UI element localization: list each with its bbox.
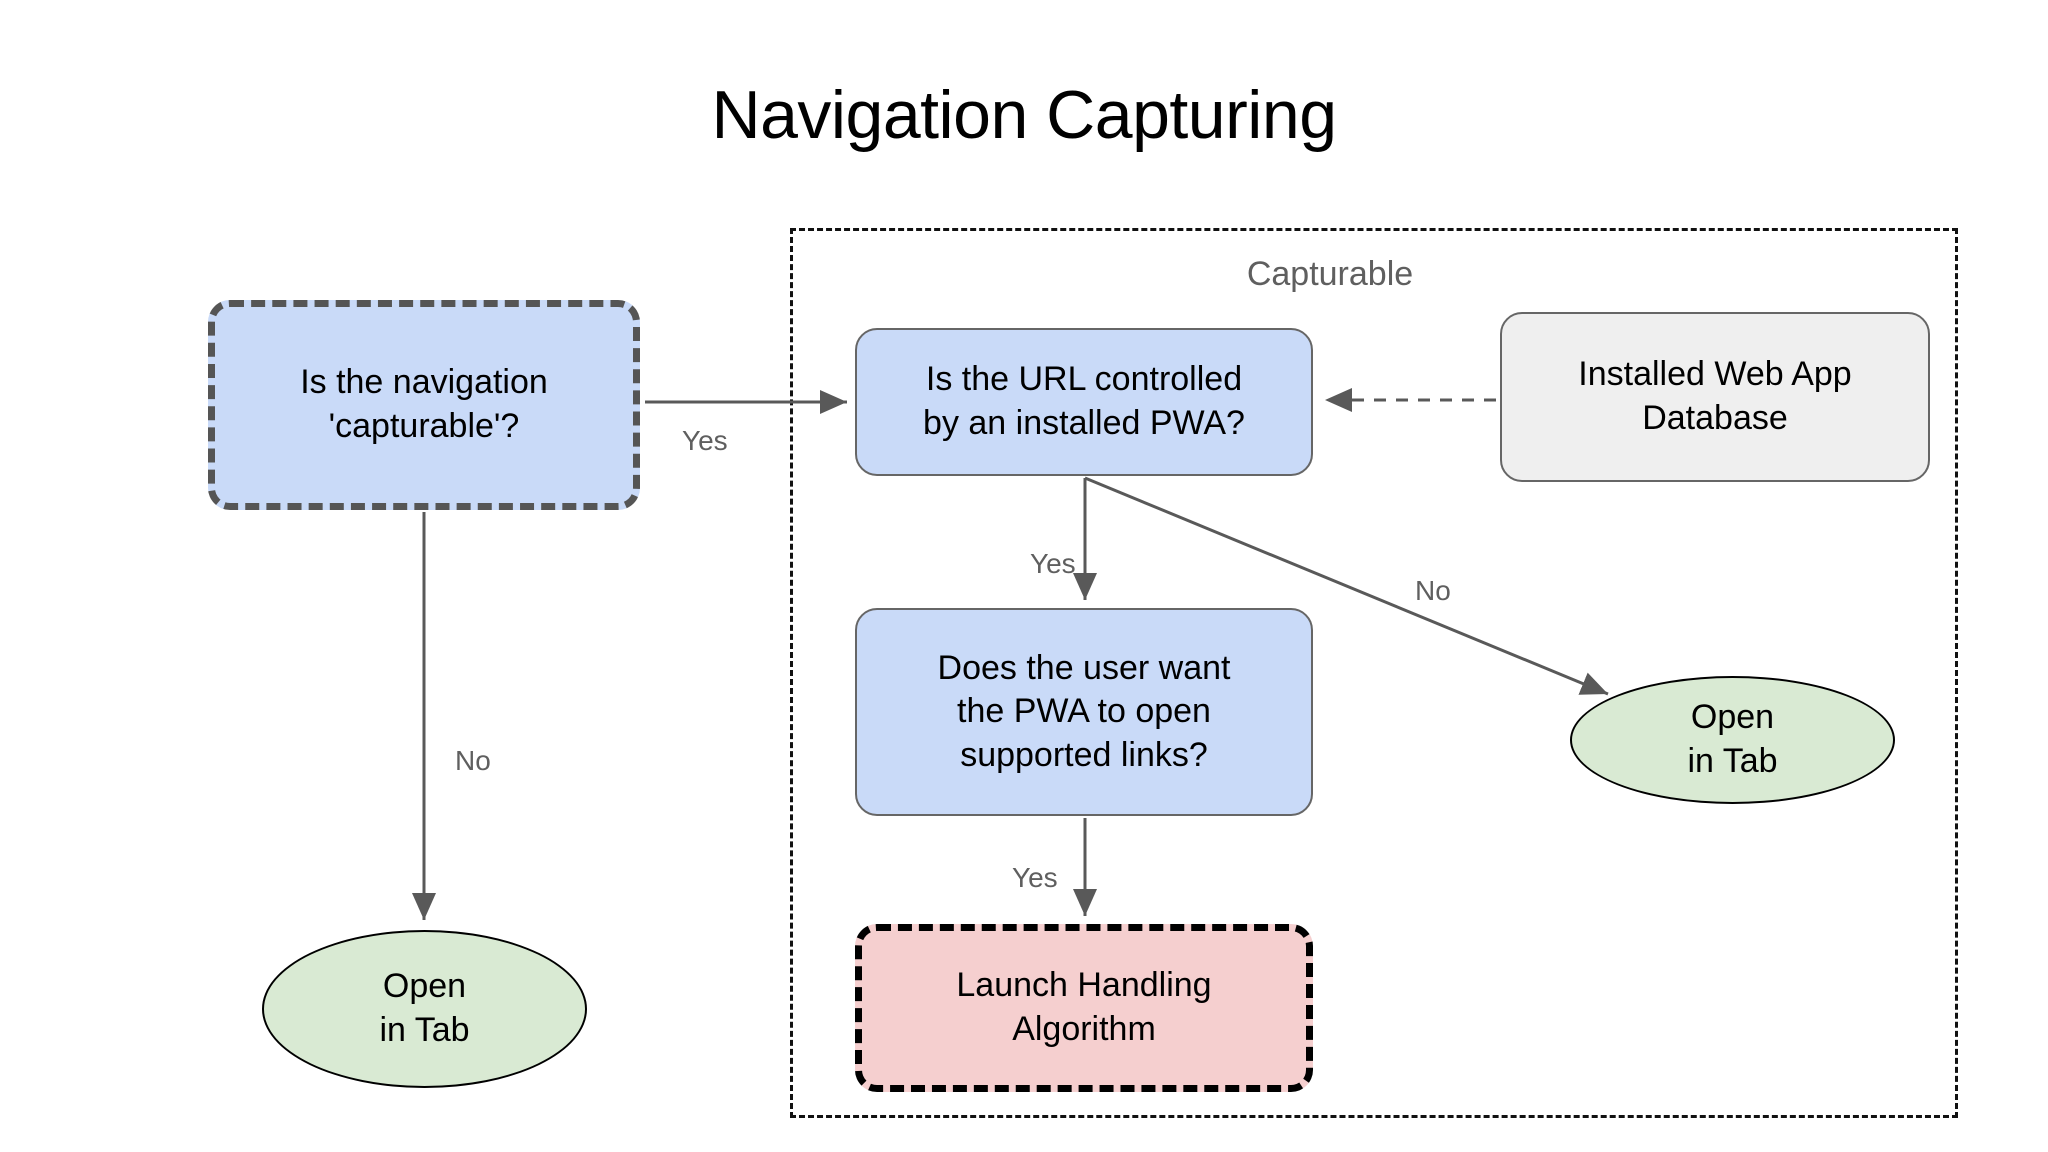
capturable-group-container [790,228,1958,1118]
node-does-user-want-pwa-open-links[interactable]: Does the user want the PWA to open suppo… [855,608,1313,816]
edge-label-url-to-tab: No [1415,575,1451,606]
page-title: Navigation Capturing [711,77,1337,153]
node-text-line-2: 'capturable'? [328,407,520,445]
node-text-line-1: Launch Handling [956,966,1212,1005]
node-text-line-1: Installed Web App [1578,355,1852,394]
node-text-line-1: Open [1690,698,1775,737]
node-open-in-tab-left[interactable]: Open in Tab [262,930,587,1088]
node-installed-web-app-database[interactable]: Installed Web App Database [1500,312,1930,482]
node-is-navigation-capturable[interactable]: Is the navigation 'capturable'? [208,300,640,510]
node-text-line-3: supported links? [960,735,1208,774]
node-text-line-2: in Tab [1687,742,1778,780]
edge-label-url-to-user-want: Yes [1030,548,1076,579]
edge-label-capturable-to-url: Yes [682,425,728,456]
node-text-line-2: the PWA to open [957,692,1211,731]
node-launch-handling-algorithm[interactable]: Launch Handling Algorithm [855,924,1313,1092]
capturable-group-label: Capturable [1246,255,1414,293]
node-text-line-1: Open [382,967,467,1006]
node-text-line-1: Does the user want [937,648,1231,687]
node-open-in-tab-right[interactable]: Open in Tab [1570,676,1895,804]
node-text-line-2: by an installed PWA? [923,404,1245,442]
node-text-line-2: in Tab [379,1011,470,1049]
edge-label-user-want-to-launch: Yes [1012,862,1058,893]
node-text-line-1: Is the navigation [300,363,548,402]
edge-label-capturable-to-tab: No [455,745,491,776]
node-text-line-2: Database [1642,399,1788,437]
node-text-line-1: Is the URL controlled [925,360,1243,399]
node-text-line-2: Algorithm [1012,1010,1156,1048]
node-is-url-controlled-by-pwa[interactable]: Is the URL controlled by an installed PW… [855,328,1313,476]
